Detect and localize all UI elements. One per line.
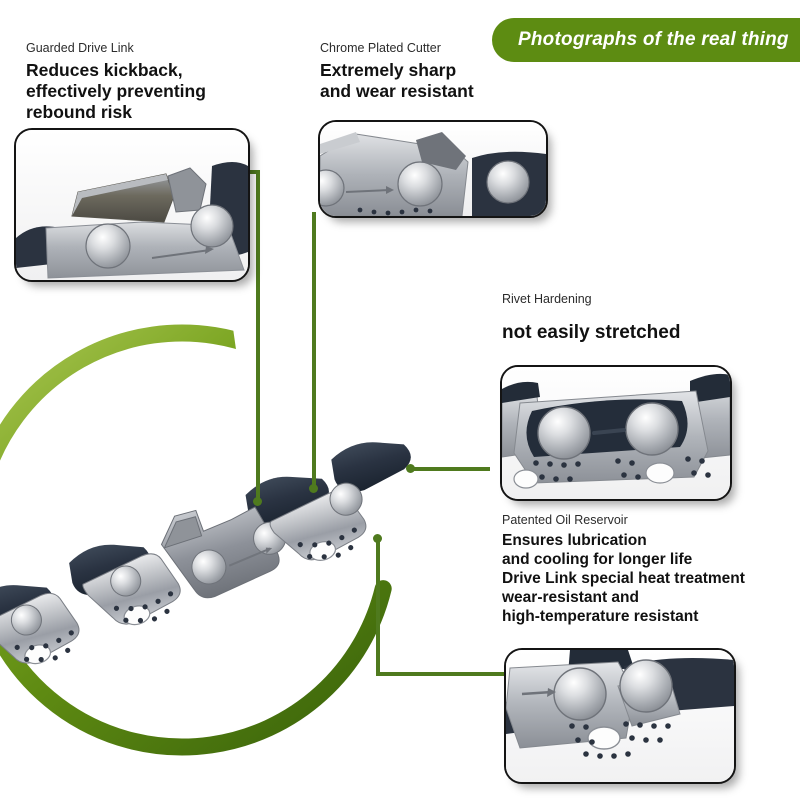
connector-rivet-hardening-horizontal bbox=[412, 467, 490, 471]
green-ring-arc bbox=[0, 324, 398, 756]
callout-headline-line: effectively preventing bbox=[26, 81, 206, 102]
callout-headline-line: not easily stretched bbox=[502, 321, 681, 343]
panel-oil-reservoir-photo bbox=[506, 650, 734, 782]
connector-guarded-drive-link-horizontal bbox=[246, 170, 260, 174]
panel-rivet-hardening bbox=[500, 365, 732, 501]
callout-chrome-plated-cutter: Chrome Plated Cutter Extremely sharp and… bbox=[320, 40, 474, 102]
connector-dot-rivet-hardening bbox=[406, 464, 415, 473]
connector-chrome-cutter-vertical bbox=[312, 212, 316, 490]
callout-headline-line: Reduces kickback, bbox=[26, 59, 183, 80]
callout-headline-line: Extremely sharp bbox=[320, 59, 457, 80]
connector-oil-reservoir-horizontal bbox=[376, 672, 504, 676]
connector-dot-oil-reservoir bbox=[373, 534, 382, 543]
panel-oil-reservoir bbox=[504, 648, 736, 784]
callout-headline-line: wear-resistant and bbox=[502, 588, 639, 606]
panel-chrome-plated-cutter-photo bbox=[320, 122, 546, 216]
panel-rivet-hardening-photo bbox=[502, 367, 730, 499]
callout-headline-line: Ensures lubrication bbox=[502, 531, 647, 549]
callout-headline-line: rebound risk bbox=[26, 102, 132, 123]
callout-guarded-drive-link: Guarded Drive Link Reduces kickback, eff… bbox=[26, 40, 206, 123]
connector-guarded-drive-link-vertical bbox=[256, 170, 260, 502]
panel-chrome-plated-cutter bbox=[318, 120, 548, 218]
callout-subtitle: Guarded Drive Link bbox=[26, 41, 134, 55]
hero-circle bbox=[0, 320, 411, 760]
header-banner: Photographs of the real thing bbox=[492, 18, 800, 62]
callout-headline-line: and cooling for longer life bbox=[502, 550, 693, 568]
callout-subtitle: Chrome Plated Cutter bbox=[320, 41, 441, 55]
callout-subtitle: Rivet Hardening bbox=[502, 292, 592, 306]
callout-patented-oil-reservoir: Patented Oil Reservoir Ensures lubricati… bbox=[502, 512, 745, 626]
callout-rivet-hardening: Rivet Hardening not easily stretched bbox=[502, 291, 680, 345]
header-banner-label: Photographs of the real thing bbox=[518, 29, 789, 50]
callout-headline-line: and wear resistant bbox=[320, 81, 474, 102]
callout-subtitle: Patented Oil Reservoir bbox=[502, 513, 628, 527]
panel-guarded-drive-link bbox=[14, 128, 250, 282]
connector-dot-chrome-cutter bbox=[309, 484, 318, 493]
panel-guarded-drive-link-photo bbox=[16, 130, 248, 280]
saw-chain-illustration bbox=[0, 442, 411, 665]
callout-headline-line: high-temperature resistant bbox=[502, 607, 699, 625]
callout-headline-line: Drive Link special heat treatment bbox=[502, 569, 745, 587]
connector-oil-reservoir-vertical bbox=[376, 540, 380, 676]
connector-dot-guarded-drive-link bbox=[253, 497, 262, 506]
